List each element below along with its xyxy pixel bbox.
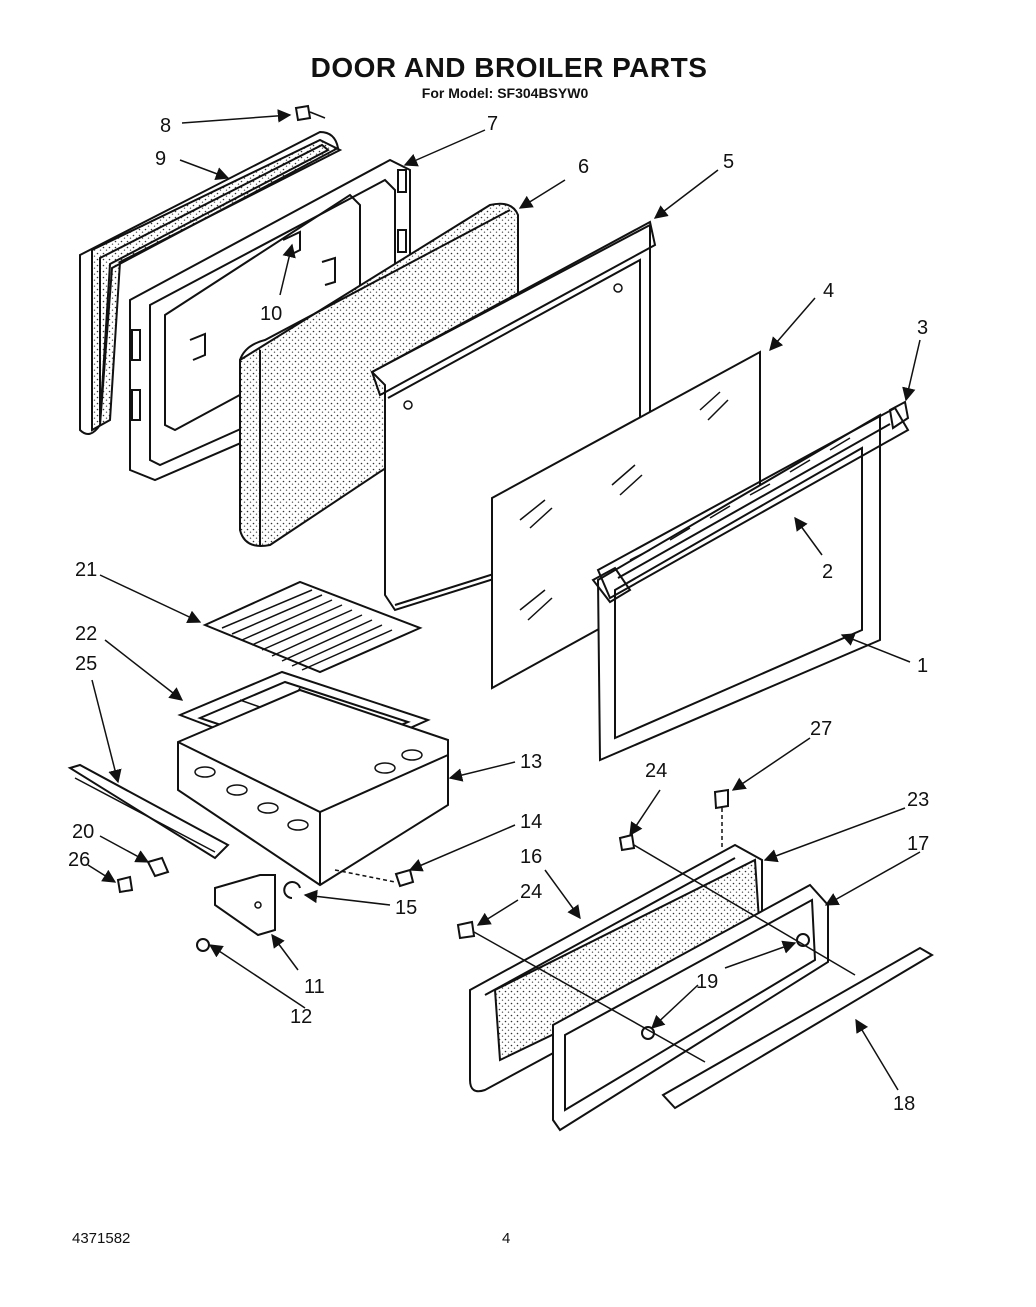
callout-18: 18 (893, 1093, 915, 1115)
callout-10: 10 (260, 303, 282, 325)
callout-9: 9 (155, 148, 166, 170)
callout-14: 14 (520, 811, 542, 833)
door-frame-part-1 (591, 400, 910, 762)
callout-22: 22 (75, 623, 97, 645)
screw-part-27 (713, 788, 729, 848)
callout-13: 13 (520, 751, 542, 773)
callout-26: 26 (68, 849, 90, 871)
screw-part-24-lower (456, 920, 476, 940)
screw-part-26 (116, 875, 134, 894)
callout-1: 1 (917, 655, 928, 677)
screw-part-8 (294, 104, 326, 122)
callout-6: 6 (578, 156, 589, 178)
callout-16: 16 (520, 846, 542, 868)
callout-20: 20 (72, 821, 94, 843)
callout-24-upper: 24 (645, 760, 667, 782)
callout-11: 11 (304, 976, 325, 998)
broiler-pan-part-13 (177, 688, 449, 887)
part-number: 4371582 (72, 1230, 131, 1247)
callout-3: 3 (917, 317, 928, 339)
callout-25: 25 (75, 653, 97, 675)
callout-5: 5 (723, 151, 734, 173)
callout-24-lower: 24 (520, 881, 542, 903)
callout-21: 21 (75, 559, 97, 581)
callout-labels: 8 7 9 6 5 10 4 3 2 21 22 25 1 27 13 24 2… (68, 113, 929, 1115)
clip-part-14 (394, 868, 415, 888)
ring-part-15 (283, 881, 301, 899)
leader-lines (87, 109, 921, 1091)
callout-12: 12 (290, 1006, 312, 1028)
broiler-grid-part-21 (202, 580, 423, 674)
callout-2: 2 (822, 561, 833, 583)
callout-7: 7 (487, 113, 498, 135)
assembly-lines (334, 844, 856, 1063)
model-subtitle: For Model: SF304BSYW0 (421, 85, 589, 101)
callout-4: 4 (823, 280, 834, 302)
callout-17: 17 (907, 833, 929, 855)
callout-27: 27 (810, 718, 832, 740)
door-gasket-part-9 (79, 130, 343, 435)
rail-part-25 (67, 763, 230, 860)
page-number: 4 (502, 1230, 511, 1247)
handle-part-18 (661, 946, 934, 1110)
bracket-part-11 (214, 874, 276, 937)
page-title: DOOR AND BROILER PARTS (310, 52, 708, 83)
callout-19: 19 (696, 971, 718, 993)
screw-part-24-upper (618, 833, 636, 852)
callout-15: 15 (395, 897, 417, 919)
callout-8: 8 (160, 115, 171, 137)
callout-23: 23 (907, 789, 929, 811)
clip-part-20 (146, 856, 170, 878)
broiler-door-outer-part-17 (552, 883, 829, 1132)
knob-part-12 (196, 938, 210, 952)
